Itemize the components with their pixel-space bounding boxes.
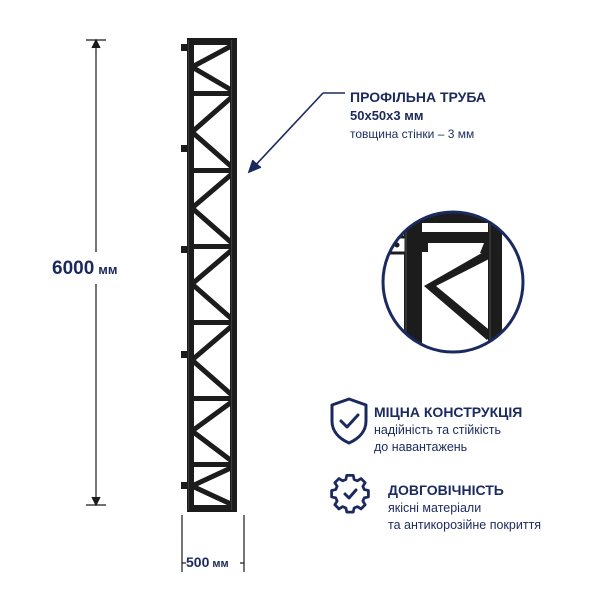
height-value: 6000 — [52, 258, 95, 279]
feature-durability-title: ДОВГОВІЧНІСТЬ — [388, 482, 504, 498]
height-unit: мм — [98, 262, 118, 277]
pipe-callout-wall: товщина стінки – 3 мм — [350, 127, 475, 141]
feature-strength-line-1: надійність та стійкість — [374, 423, 502, 437]
shield-check-icon — [330, 397, 368, 445]
feature-strength-line-2: до навантажень — [374, 440, 468, 454]
width-value: 500 — [186, 554, 210, 570]
feature-strength-title: МІЦНА КОНСТРУКЦІЯ — [374, 404, 523, 420]
detail-zoom-circle — [381, 210, 525, 354]
height-dimension-line — [86, 38, 106, 507]
width-dimension-line — [181, 515, 245, 572]
feature-durability-line-1: якісні матеріали — [388, 501, 482, 515]
pipe-callout-arrow — [247, 92, 345, 174]
gear-check-icon — [330, 473, 370, 514]
width-unit: мм — [212, 558, 229, 570]
pipe-callout-size: 50x50x3 мм — [350, 108, 424, 123]
pipe-callout-title: ПРОФІЛЬНА ТРУБА — [350, 89, 486, 105]
feature-durability-line-2: та антикорозійне покриття — [388, 518, 542, 532]
truss-column — [181, 38, 237, 512]
